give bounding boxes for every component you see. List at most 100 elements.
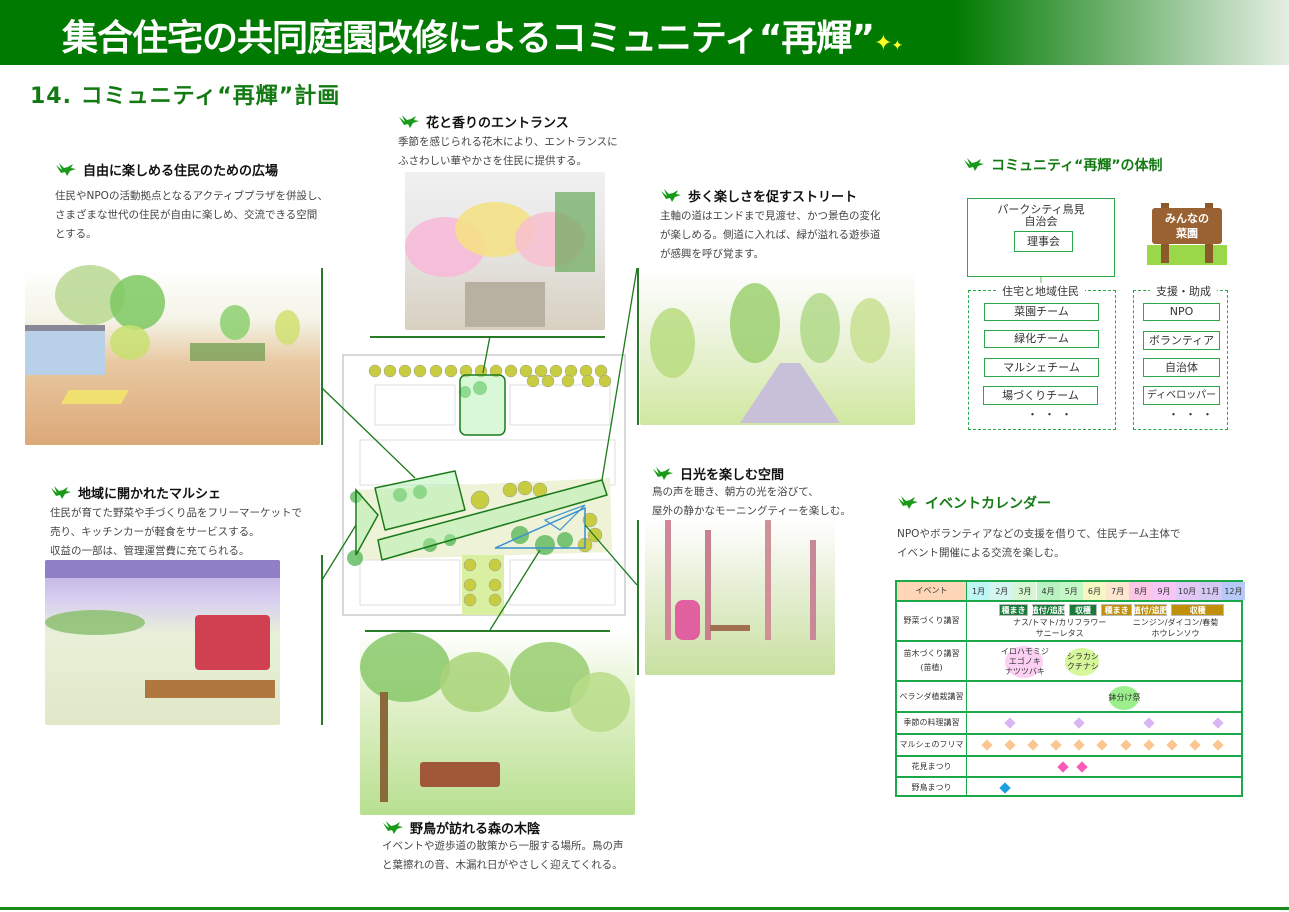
- month-header: 7月: [1106, 582, 1130, 600]
- team-box: 菜園チーム: [984, 303, 1099, 321]
- event-label: 花見まつり: [897, 757, 967, 776]
- sign-text: みんなの: [1165, 212, 1209, 225]
- event-diamond: [1073, 717, 1085, 729]
- team-label: 緑化チーム: [1014, 332, 1069, 345]
- section-street: 歩く楽しさを促すストリート 主軸の道はエンドまで見渡せ、かつ景色の変化が楽しめる…: [660, 186, 881, 264]
- crop-line: ニンジン/ダイコン/春菊: [1132, 618, 1219, 627]
- event-line: イロハモミジ: [1000, 647, 1049, 656]
- leader-line: [637, 268, 639, 425]
- dove-icon: [963, 156, 985, 174]
- supporter-label: 自治体: [1165, 360, 1198, 374]
- event-diamond: [999, 781, 1011, 794]
- event-diamond: [1057, 760, 1069, 773]
- garden-sign: みんなの菜園: [1147, 198, 1227, 265]
- supporter-label: NPO: [1169, 305, 1194, 318]
- event-names: イロハモミジエゴノキナツツバキ: [995, 647, 1055, 677]
- event-diamond: [1143, 717, 1155, 729]
- event-line: クチナシ: [1066, 662, 1099, 671]
- desc-line: さまざまな世代の住民が自由に楽しめ、交流できる空間: [55, 209, 318, 221]
- event-diamond: [1004, 717, 1016, 729]
- team-box: 緑化チーム: [984, 330, 1099, 348]
- crop-line: ホウレンソウ: [1151, 629, 1200, 638]
- event-diamond: [1073, 739, 1085, 751]
- supporter-label: ディベロッパー: [1146, 389, 1217, 401]
- calendar-row: マルシェのフリマ: [897, 733, 1241, 755]
- desc-line: が感興を呼び覚ます。: [660, 248, 764, 260]
- leader-line: [370, 336, 605, 338]
- month-header: 10月: [1175, 582, 1199, 600]
- event-diamond: [1004, 739, 1016, 751]
- month-header: 2月: [990, 582, 1014, 600]
- highlight-circle: [1004, 646, 1043, 678]
- event-diamond: [1096, 739, 1109, 751]
- desc-line: 鳥の声を聴き、朝方の光を浴びて、: [652, 486, 819, 498]
- highlight-circle: [1064, 648, 1099, 676]
- month-header: 11月: [1198, 582, 1222, 600]
- section-forest: 野鳥が訪れる森の木陰 イベントや遊歩道の散策から一服する場所。鳥の声と葉擦れの音…: [382, 818, 624, 875]
- dove-icon: [50, 484, 72, 502]
- event-line: シラカシ: [1066, 652, 1099, 661]
- event-label: 野菜づくり講習: [897, 602, 967, 640]
- schedule-bar: 種まき: [1101, 604, 1132, 616]
- section-marche: 地域に開かれたマルシェ 住民が育てた野菜や手づくり品をフリーマーケットで売り、キ…: [50, 483, 302, 561]
- calendar-row: 野鳥まつり: [897, 776, 1241, 797]
- plaza-illustration: [25, 265, 320, 445]
- event-diamond: [980, 739, 993, 751]
- team-label: マルシェチーム: [1003, 360, 1080, 374]
- board-box: 理事会: [1014, 231, 1073, 252]
- supporter-box: ディベロッパー: [1143, 386, 1220, 405]
- entrance-illustration: [405, 172, 605, 330]
- forest-illustration: [360, 632, 635, 815]
- event-diamond: [1212, 739, 1224, 751]
- association-name: パークシティ鳥見: [997, 203, 1085, 216]
- org-heading: コミュニティ“再輝”の体制: [963, 155, 1163, 175]
- dove-icon: [382, 819, 404, 837]
- event-label: 季節の料理講習: [897, 713, 967, 733]
- month-header: 12月: [1221, 582, 1246, 600]
- section-entrance: 花と香りのエントランス 季節を感じられる花木により、エントランスにふさわしい華や…: [398, 112, 618, 171]
- desc-line: 季節を感じられる花木により、エントランスに: [398, 136, 618, 148]
- calendar-row: ベランダ植栽講習鉢分け祭: [897, 680, 1241, 711]
- schedule-bar: 植付/追肥: [1132, 604, 1168, 616]
- section-plaza: 自由に楽しめる住民のための広場 住民やNPOの活動拠点となるアクティブプラザを併…: [55, 160, 328, 244]
- label-line: (苗植): [920, 663, 943, 672]
- street-illustration: [640, 268, 915, 425]
- month-header: 3月: [1013, 582, 1037, 600]
- section-heading: 花と香りのエントランス: [426, 116, 569, 131]
- label-line: 苗木づくり講習: [903, 649, 960, 658]
- month-header: 1月: [967, 582, 991, 600]
- calendar-row: 野菜づくり講習種まき植付/追肥収穫種まき植付/追肥収穫ナス/トマト/カリフラワー…: [897, 600, 1241, 640]
- highlight-circle: [1108, 685, 1139, 710]
- dove-icon: [897, 494, 919, 512]
- association-name: 自治会: [1024, 215, 1058, 228]
- supporter-label: ボランティア: [1148, 333, 1215, 347]
- event-label: マルシェのフリマ: [897, 735, 967, 755]
- event-diamond: [1166, 739, 1178, 751]
- calendar-row: 花見まつり: [897, 755, 1241, 776]
- desc-line: NPOやボランティアなどの支援を借りて、住民チーム主体で: [897, 528, 1181, 540]
- desc-line: ふさわしい華やかさを住民に提供する。: [398, 155, 587, 167]
- section-title: 14. コミュニティ“再輝”計画: [30, 84, 341, 109]
- crop-names: ナス/トマト/カリフラワーサニーレタス: [1000, 617, 1120, 639]
- calendar-row: 苗木づくり講習 (苗植) イロハモミジエゴノキナツツバキ シラカシクチナシ: [897, 640, 1241, 680]
- schedule-bar: 植付/追肥: [1030, 604, 1066, 616]
- leader-line: [637, 520, 639, 675]
- label-line: マルシェのフリマ: [899, 740, 964, 749]
- event-diamond: [1075, 760, 1088, 773]
- dove-icon: [398, 113, 420, 131]
- month-header: 8月: [1129, 582, 1153, 600]
- event-diamond: [1027, 739, 1039, 751]
- event-diamond: [1050, 739, 1062, 751]
- desc-line: イベントや遊歩道の散策から一服する場所。鳥の声: [382, 840, 624, 852]
- event-diamond: [1119, 739, 1132, 751]
- sunlight-illustration: [645, 520, 835, 675]
- team-box: マルシェチーム: [984, 358, 1099, 377]
- team-box: 場づくりチーム: [983, 386, 1098, 405]
- event-diamond: [1212, 717, 1224, 729]
- label-line: 野菜づくり講習: [903, 616, 960, 625]
- crop-line: サニーレタス: [1035, 629, 1084, 638]
- header-banner: 集合住宅の共同庭園改修によるコミュニティ“再輝”✦✦: [0, 0, 1289, 65]
- event-names: 鉢分け祭: [1095, 693, 1155, 703]
- header-label: イベント: [897, 582, 967, 600]
